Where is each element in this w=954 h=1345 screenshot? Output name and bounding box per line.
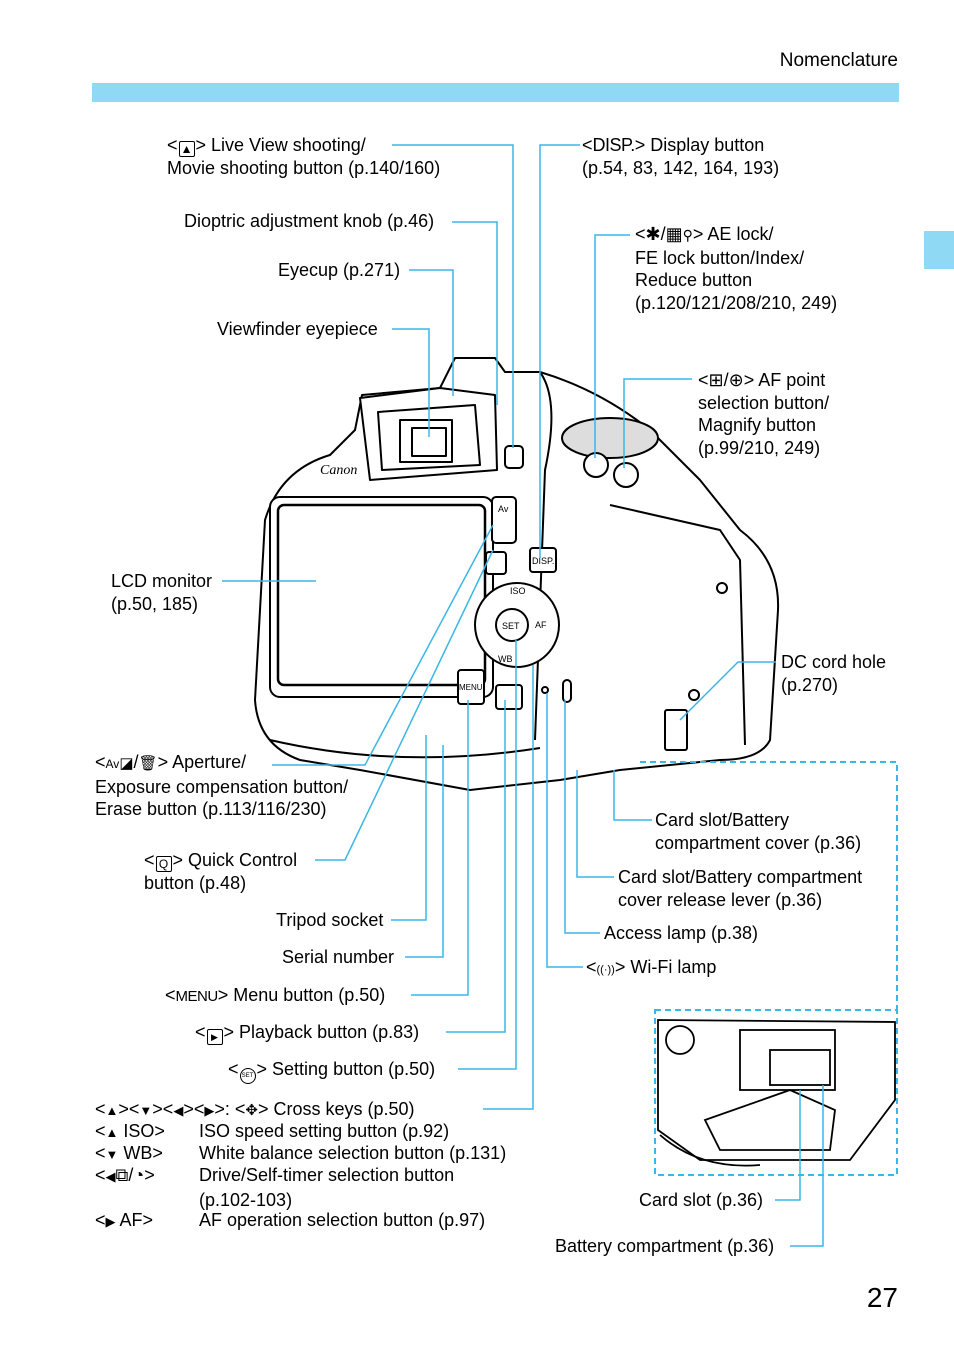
svg-text:WB: WB	[498, 654, 513, 664]
label-serial-number: Serial number	[282, 947, 395, 967]
quick-control-icon: Q	[155, 856, 172, 872]
svg-text:MENU: MENU	[459, 683, 483, 692]
label-eyecup: Eyecup (p.271)	[278, 260, 401, 280]
exposure-comp-icon: ◪	[119, 755, 134, 772]
label-wifi-lamp: <((·))> Wi-Fi lamp	[586, 957, 717, 977]
label-menu: <MENU> Menu button (p.50)	[165, 985, 386, 1005]
camera-icon: ▲	[178, 141, 195, 157]
wb-icon: WB	[123, 1143, 153, 1163]
label-iso: <▲ ISO>ISO speed setting button (p.92)	[95, 1121, 450, 1141]
label-viewfinder: Viewfinder eyepiece	[217, 319, 378, 339]
label-wb: <▼ WB>White balance selection button (p.…	[95, 1143, 507, 1163]
iso-icon: ISO	[123, 1121, 155, 1141]
up-arrow-icon: ▲	[105, 1103, 119, 1118]
ae-lock-icon: ✱	[645, 224, 661, 244]
inset-frame	[654, 1009, 898, 1176]
label-card-slot: Card slot (p.36)	[639, 1190, 764, 1210]
right-arrow-icon: ▶	[204, 1103, 215, 1118]
label-quick-control: <Q> Quick Control button (p.48)	[144, 850, 298, 893]
label-cross-keys: <▲><▼><◀><▶>: <✥> Cross keys (p.50)	[95, 1099, 415, 1119]
camera-button-marks: Av DISP. ISO SET WB AF MENU	[459, 504, 554, 692]
down-arrow-icon: ▼	[105, 1147, 119, 1162]
erase-icon: 🗑	[138, 755, 158, 772]
label-release-lever: Card slot/Battery compartment cover rele…	[618, 867, 863, 910]
label-af-point: <⊞/⊕> AF point selection button/ Magnify…	[698, 370, 830, 458]
playback-icon: ▶	[206, 1029, 223, 1045]
label-lcd-monitor: LCD monitor (p.50, 185)	[111, 571, 213, 614]
label-playback: <▶> Playback button (p.83)	[195, 1021, 419, 1045]
drive-icon: ⧉	[115, 1165, 129, 1185]
svg-text:DISP.: DISP.	[532, 556, 554, 566]
header-bar	[92, 83, 899, 102]
set-icon: SET	[239, 1068, 256, 1084]
label-setting: <SET> Setting button (p.50)	[228, 1058, 435, 1084]
battery-inset-drawing	[657, 1019, 896, 1167]
reduce-icon: ⚲	[682, 227, 693, 243]
left-arrow-icon: ◀	[173, 1103, 184, 1118]
brand-text: Canon	[320, 463, 357, 478]
label-display-button: <DISP.> Display button (p.54, 83, 142, 1…	[582, 135, 780, 178]
magnify-icon: ⊕	[728, 370, 744, 390]
disp-icon: DISP.	[592, 135, 636, 155]
menu-icon: MENU	[175, 988, 219, 1005]
camera-back-drawing	[254, 357, 780, 791]
svg-text:AF: AF	[535, 620, 547, 630]
cross-keys-icon: ✥	[245, 1102, 258, 1119]
leader-lines	[222, 144, 824, 1247]
label-drive: <◀⧉/◔>Drive/Self-timer selection button …	[95, 1165, 455, 1210]
index-icon: ▦	[665, 224, 683, 244]
svg-text:ISO: ISO	[510, 586, 526, 596]
svg-text:SET: SET	[502, 621, 520, 631]
page-number: 27	[866, 1282, 898, 1313]
av-icon: Av	[105, 757, 120, 771]
af-icon: AF	[119, 1210, 143, 1230]
section-title: Nomenclature	[779, 50, 898, 71]
left-arrow-icon: ◀	[105, 1169, 116, 1184]
label-dc-cord-hole: DC cord hole (p.270)	[781, 652, 887, 695]
label-dioptric: Dioptric adjustment knob (p.46)	[184, 211, 435, 231]
label-aperture: <Av◪/🗑> Aperture/ Exposure compensation …	[95, 752, 349, 819]
wifi-icon: ((·))	[596, 964, 615, 976]
af-point-icon: ⊞	[708, 370, 724, 390]
label-battery-compartment: Battery compartment (p.36)	[555, 1236, 775, 1256]
camera-brand-mark: Canon	[320, 463, 357, 478]
label-access-lamp: Access lamp (p.38)	[604, 923, 759, 943]
up-arrow-icon: ▲	[105, 1125, 119, 1140]
label-live-view: <▲> Live View shooting/ Movie shooting b…	[167, 135, 441, 178]
label-ae-lock: <✱/▦⚲> AE lock/ FE lock button/Index/ Re…	[635, 224, 838, 313]
label-tripod-socket: Tripod socket	[276, 910, 384, 930]
label-card-cover: Card slot/Battery compartment cover (p.3…	[655, 810, 862, 853]
label-af: <▶ AF>AF operation selection button (p.9…	[95, 1210, 486, 1230]
self-timer-icon: ◔	[133, 1165, 145, 1185]
svg-text:Av: Av	[498, 504, 509, 514]
down-arrow-icon: ▼	[139, 1103, 153, 1118]
chapter-tab	[924, 231, 954, 269]
right-arrow-icon: ▶	[105, 1214, 116, 1229]
